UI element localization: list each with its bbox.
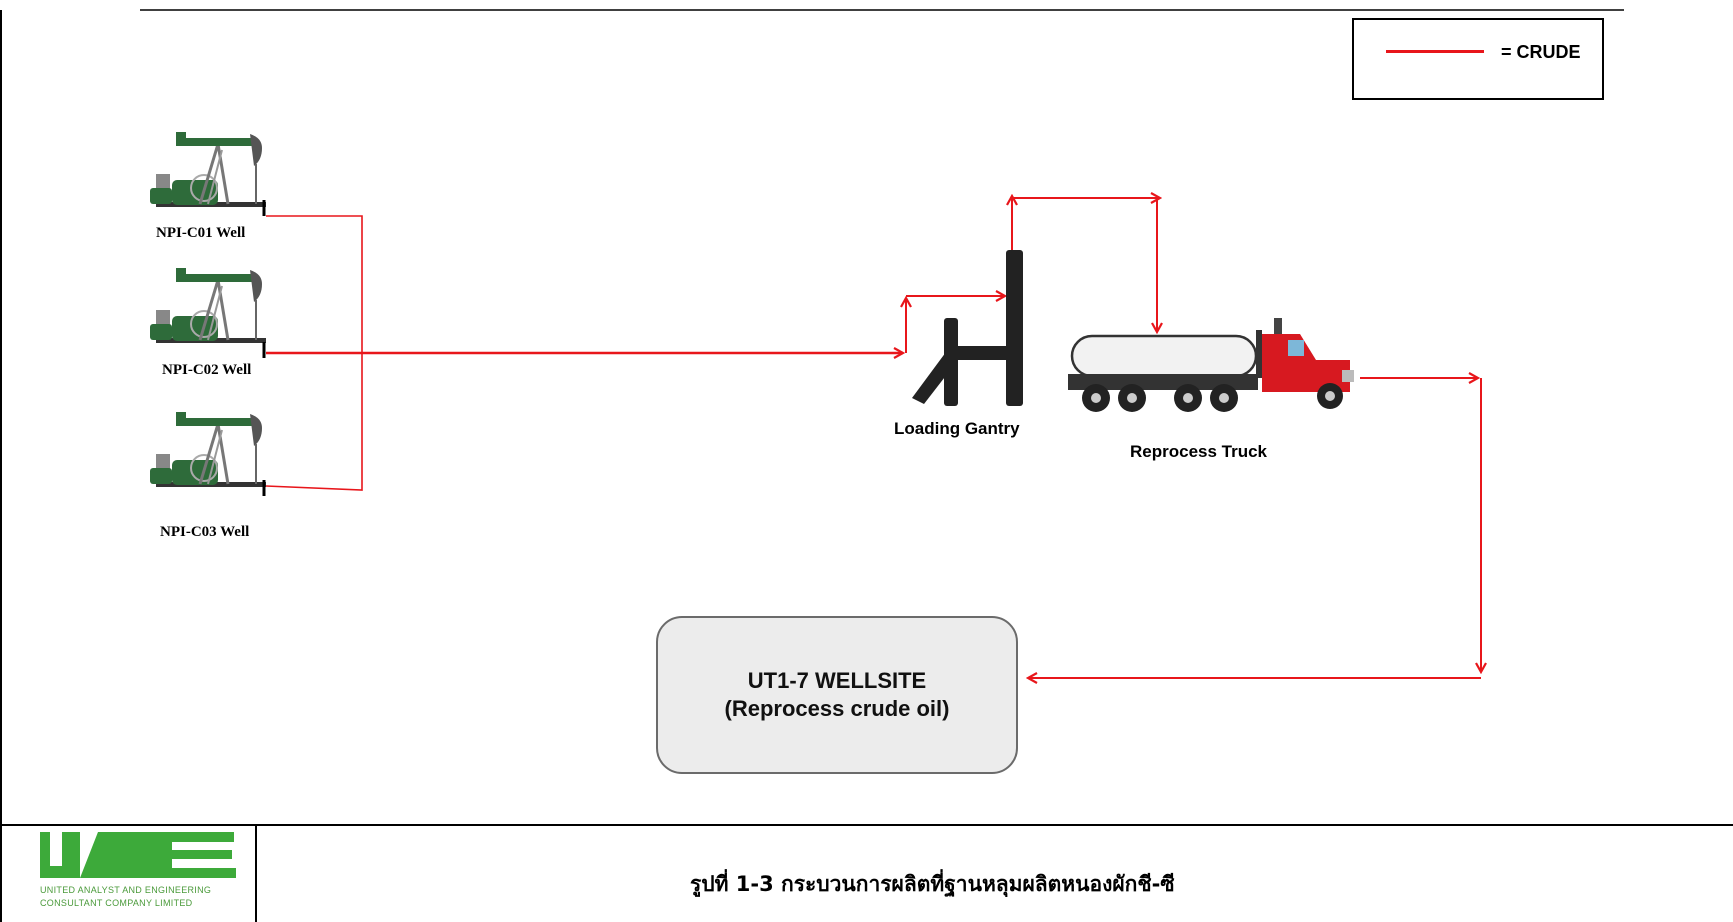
pumpjack-icon [148,410,268,496]
tanker-truck-icon [1068,318,1354,412]
well-label: NPI-C02 Well [162,362,252,378]
pumpjack-icon [148,266,268,358]
company-name-line1: UNITED ANALYST AND ENGINEERING [40,885,212,895]
company-name: UNITED ANALYST AND ENGINEERING CONSULTAN… [40,884,240,910]
reprocess-truck-label: Reprocess Truck [1130,442,1268,461]
wellsite-title: UT1-7 WELLSITE [747,668,927,693]
wellsite-subtitle: (Reprocess crude oil) [724,696,950,721]
company-name-line2: CONSULTANT COMPANY LIMITED [40,898,193,908]
well-label: NPI-C01 Well [156,225,246,241]
well-label: NPI-C03 Well [160,524,250,540]
loading-gantry-icon [912,250,1023,406]
figure-caption: รูปที่ 1-3 กระบวนการผลิตที่ฐานหลุมผลิตหน… [690,872,1175,896]
legend: = CRUDE [1352,18,1604,100]
crude-flow-lines [265,196,1481,678]
legend-label: = CRUDE [1501,42,1581,62]
pumpjack-icon [148,130,268,216]
wellsite-node: UT1-7 WELLSITE (Reprocess crude oil) [656,616,1018,774]
uae-logo-icon [40,832,236,878]
loading-gantry-label: Loading Gantry [894,419,1020,438]
legend-crude-line [1386,50,1484,53]
